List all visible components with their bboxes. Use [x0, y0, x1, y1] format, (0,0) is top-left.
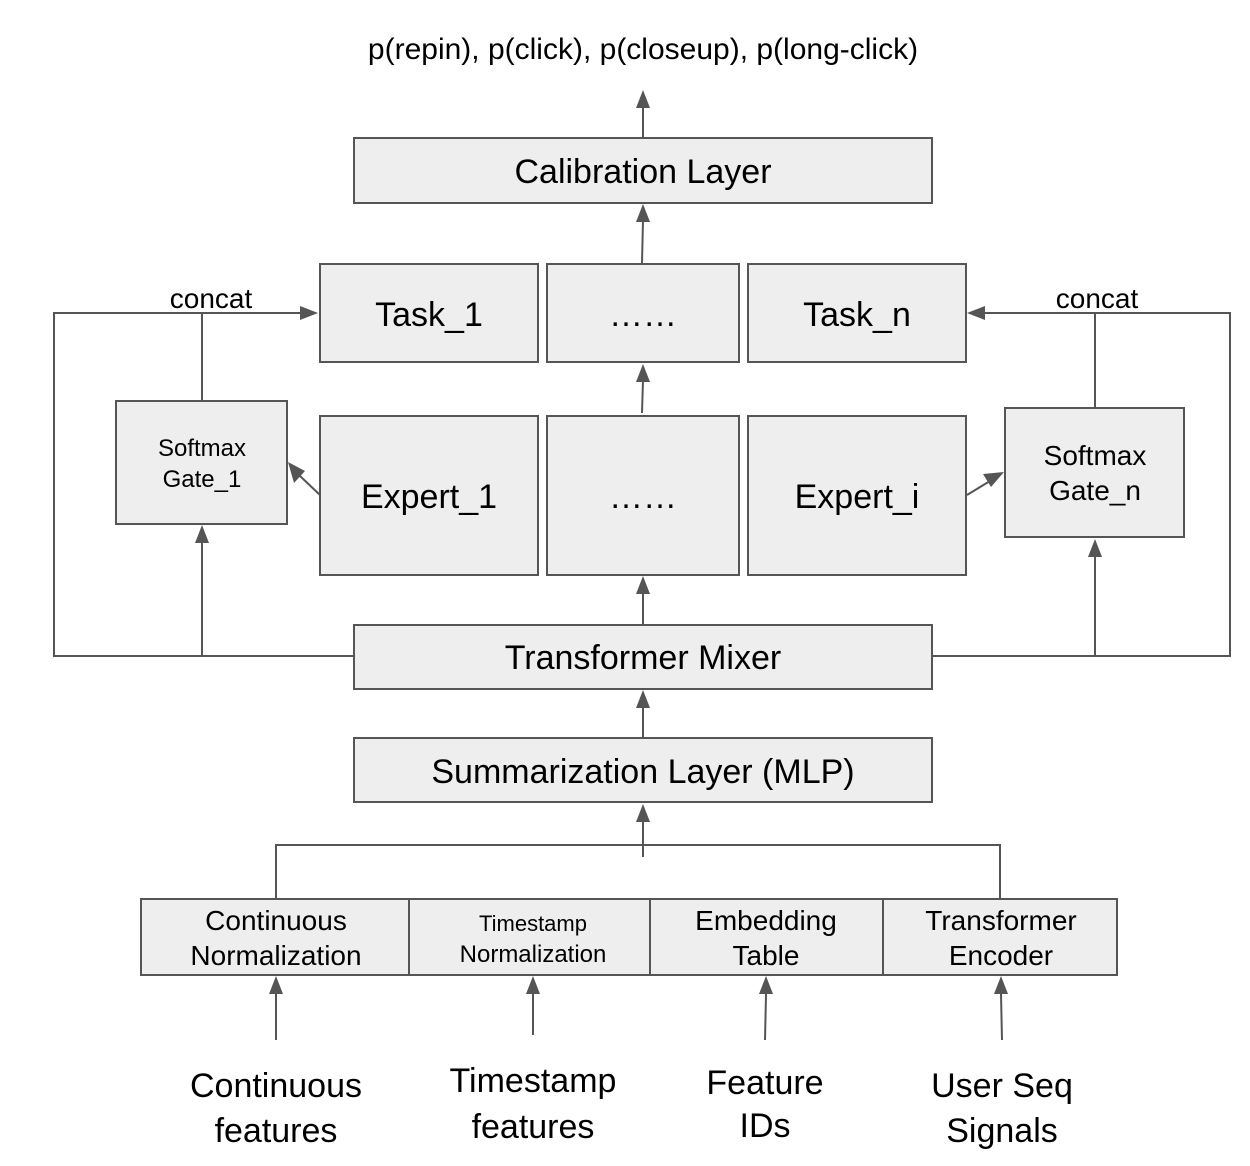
arrowhead-embedding-table [759, 976, 773, 994]
feature-merge-bracket [275, 844, 1001, 898]
timestamp-normalization-line1: Timestamp [479, 911, 587, 936]
arrowhead-gate-right-bottom [1088, 539, 1102, 557]
calibration-layer-label: Calibration Layer [514, 153, 771, 191]
expert-middle-label: …… [609, 478, 677, 516]
arrowhead-calibration [636, 204, 650, 222]
task-n-label: Task_n [803, 296, 911, 334]
arrow-input-user-seq [1000, 993, 1003, 1041]
transformer-mixer: Transformer Mixer [353, 624, 933, 690]
timestamp-normalization-line2: Normalization [460, 941, 607, 968]
arrowhead-task-1 [300, 306, 318, 320]
timestamp-normalization-box [408, 898, 651, 976]
task-middle-box [546, 263, 740, 363]
input-feature-ids-line1: Feature [706, 1064, 823, 1102]
arrowhead-output [636, 90, 650, 108]
arrow-experts-to-tasks [641, 379, 644, 414]
arrowhead-continuous-normalization [269, 976, 283, 994]
gate-1-line1: Softmax [158, 435, 246, 462]
embedding-table-line2: Table [733, 940, 800, 971]
task-n-box [747, 263, 967, 363]
arrow-tasks-to-calibration [641, 219, 644, 264]
arrowheads [195, 90, 1102, 994]
summarization-layer: Summarization Layer (MLP) [353, 737, 933, 803]
embedding-table-line1: Embedding [695, 905, 837, 936]
arrowhead-transformer-encoder [994, 976, 1008, 994]
expert-1-label: Expert_1 [361, 478, 497, 516]
input-labels: Continuous features Timestamp features F… [190, 1062, 1073, 1150]
calibration-layer: Calibration Layer [353, 137, 933, 204]
arrowhead-gate-left-side [288, 462, 305, 483]
expert-1-box [319, 415, 539, 576]
arrowhead-timestamp-normalization [526, 976, 540, 994]
gate-1-line2: Gate_1 [163, 466, 242, 493]
arrowhead-gate-left-bottom [195, 525, 209, 543]
arrow-expert-to-gate-right [966, 480, 991, 496]
input-continuous-line2: features [215, 1112, 338, 1150]
arrowhead-gate-right-side [983, 472, 1004, 487]
softmax-gate-n: Softmax Gate_n [1004, 407, 1185, 538]
arrowhead-experts [636, 576, 650, 594]
arrowhead-mixer [636, 690, 650, 708]
input-user-seq-line2: Signals [946, 1112, 1058, 1150]
gate-n-line1: Softmax [1044, 440, 1147, 471]
task-1-box [319, 263, 539, 363]
task-row: Task_1 …… Task_n [319, 263, 967, 363]
connectors [53, 106, 1231, 1041]
transformer-encoder-line2: Encoder [949, 940, 1053, 971]
continuous-normalization-line1: Continuous [205, 905, 347, 936]
input-user-seq-line1: User Seq [931, 1067, 1073, 1105]
input-continuous-line1: Continuous [190, 1067, 362, 1105]
embedding-table-box [649, 898, 884, 976]
arrow-expert-to-gate-left [299, 475, 321, 496]
continuous-normalization-box [140, 898, 410, 976]
right-skip-line [933, 312, 1231, 657]
transformer-encoder-box [882, 898, 1118, 976]
softmax-gate-1: Softmax Gate_1 [115, 400, 288, 525]
gate-n-line2: Gate_n [1049, 475, 1141, 506]
left-skip-line [53, 312, 354, 657]
output-probabilities-label: p(repin), p(click), p(closeup), p(long-c… [368, 33, 918, 66]
arrowhead-tasks [636, 364, 650, 382]
arrowhead-summarization [636, 804, 650, 822]
task-1-label: Task_1 [375, 296, 483, 334]
input-timestamp-line1: Timestamp [450, 1062, 617, 1100]
arrow-input-feature-ids [764, 993, 767, 1041]
task-middle-label: …… [609, 296, 677, 334]
concat-left-label: concat [170, 283, 253, 314]
feature-module-row: Continuous Normalization Timestamp Norma… [140, 898, 1118, 976]
transformer-encoder-line1: Transformer [925, 905, 1076, 936]
expert-i-box [747, 415, 967, 576]
expert-row: Expert_1 …… Expert_i [319, 415, 967, 576]
expert-i-label: Expert_i [795, 478, 920, 516]
input-timestamp-line2: features [472, 1108, 595, 1146]
transformer-mixer-label: Transformer Mixer [505, 639, 781, 677]
arrowhead-task-n [967, 306, 985, 320]
expert-middle-box [546, 415, 740, 576]
summarization-layer-label: Summarization Layer (MLP) [431, 753, 854, 791]
input-feature-ids-line2: IDs [740, 1107, 791, 1145]
concat-right-label: concat [1056, 283, 1139, 314]
continuous-normalization-line2: Normalization [190, 940, 361, 971]
